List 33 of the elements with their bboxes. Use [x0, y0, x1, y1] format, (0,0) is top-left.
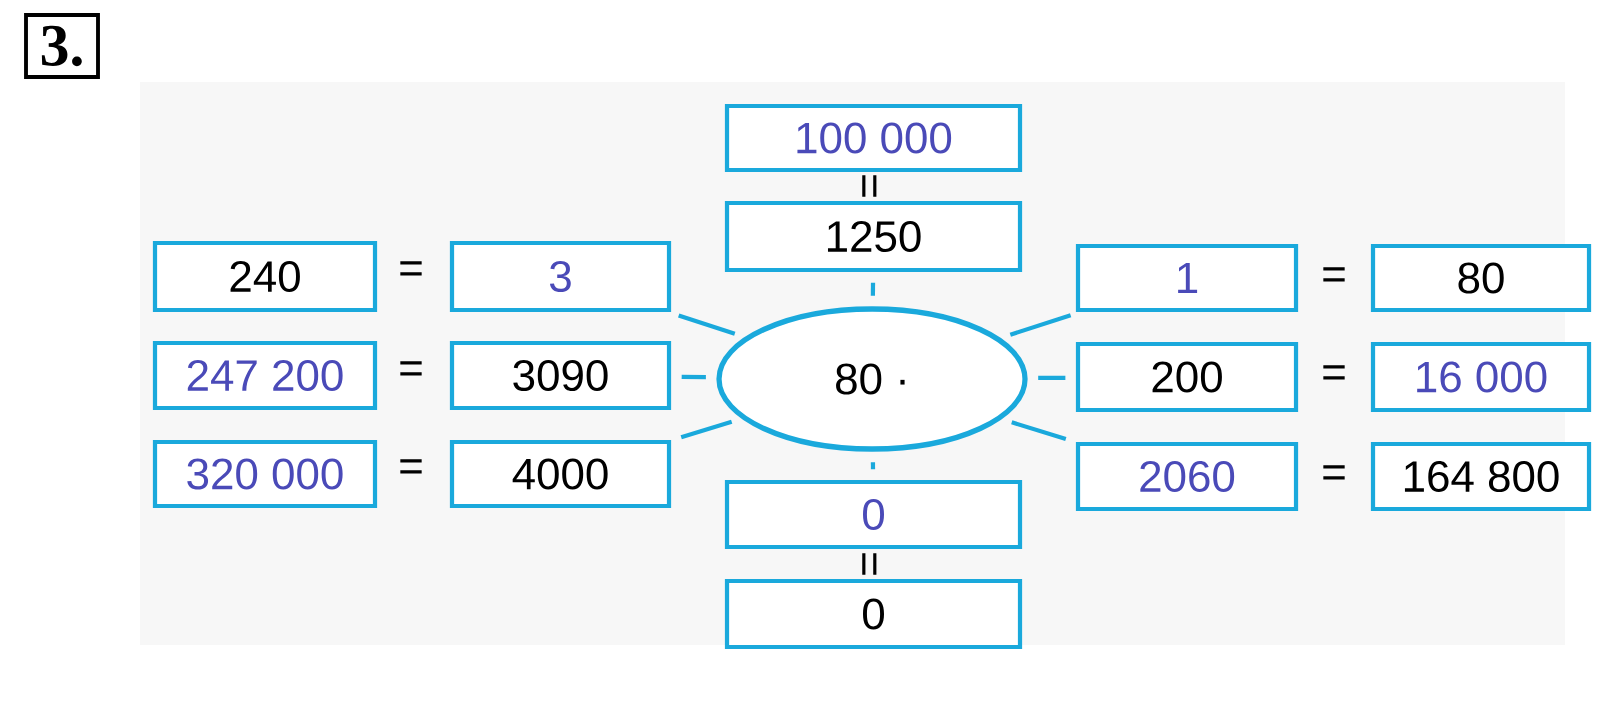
number-box: 3090 — [449, 340, 672, 411]
equals-sign: = — [400, 361, 422, 376]
connector-line — [681, 374, 706, 380]
equals-sign: = — [1323, 465, 1345, 480]
number-box: 4000 — [449, 439, 672, 509]
number-box: 247 200 — [152, 340, 378, 411]
connector-line — [678, 313, 736, 336]
number-box: 80 — [1370, 243, 1592, 313]
task-number-box: 3. — [24, 13, 100, 79]
number-box: 100 000 — [724, 103, 1023, 173]
equals-sign: = — [400, 261, 422, 276]
number-box: 1 — [1075, 243, 1299, 313]
equals-sign: = — [1323, 267, 1345, 282]
equals-sign: = — [862, 175, 877, 197]
number-box: 16 000 — [1370, 341, 1592, 413]
connector-line — [870, 282, 876, 296]
number-box: 320 000 — [152, 439, 378, 509]
connector-line — [680, 419, 733, 440]
equals-sign: = — [1323, 365, 1345, 380]
number-box: 1250 — [724, 200, 1023, 273]
connector-line — [1011, 420, 1067, 442]
number-box: 200 — [1075, 341, 1299, 413]
number-box: 164 800 — [1370, 441, 1592, 512]
equals-sign: = — [862, 553, 877, 575]
number-box: 0 — [724, 479, 1023, 550]
number-box: 2060 — [1075, 441, 1299, 512]
equals-sign: = — [400, 459, 422, 474]
connector-line — [1009, 313, 1072, 337]
number-box: 0 — [724, 578, 1023, 650]
number-box: 3 — [449, 240, 672, 313]
connector-line — [1038, 375, 1066, 381]
number-box: 240 — [152, 240, 378, 313]
connector-line — [870, 462, 876, 470]
